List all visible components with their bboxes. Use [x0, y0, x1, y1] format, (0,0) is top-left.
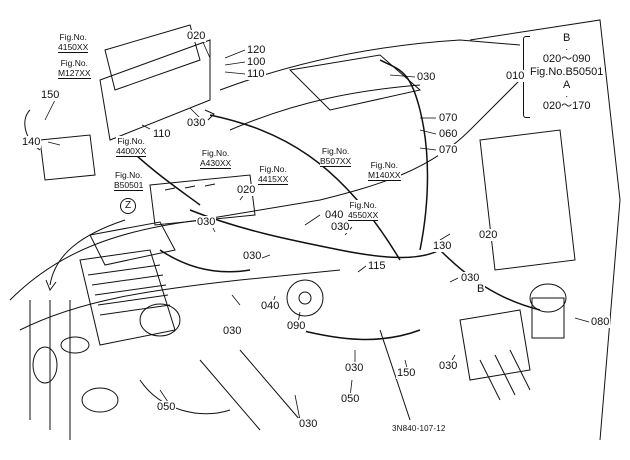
- callout-130: 130: [432, 240, 453, 252]
- battery-caps: [164, 183, 216, 191]
- callout-030-d: 030: [242, 250, 263, 262]
- arrow-top-head: [204, 109, 215, 121]
- fuel-filter: [529, 283, 567, 313]
- legend: B · 020～090 Fig.No.B50501 A · 020～170: [530, 32, 603, 113]
- drawing-number: 3N840-107-12: [392, 424, 446, 433]
- fig-ref-4415xx: Fig.No. 4415XX: [258, 164, 289, 185]
- fig-ref-4150xx: Fig.No. 4150XX: [58, 32, 89, 53]
- callout-020-right: 020: [478, 229, 499, 241]
- headlight-lower: [81, 387, 119, 413]
- battery: [149, 174, 256, 226]
- arrow-z: [49, 219, 126, 286]
- air-cleaner-cap: [139, 303, 181, 337]
- callout-040-b: 040: [260, 300, 281, 312]
- harness-main: [189, 209, 441, 259]
- fig-ref-4400xx: Fig.No. 4400XX: [116, 136, 147, 157]
- harness-lower: [299, 329, 421, 341]
- dash-inner: [288, 54, 422, 111]
- legend-fig-ref: Fig.No.B50501: [530, 66, 604, 78]
- lower-frame: [199, 329, 411, 431]
- legend-a-range: 020～170: [542, 100, 591, 112]
- fig-ref-m127xx: Fig.No. M127XX: [58, 58, 91, 79]
- callout-030-a: 030: [186, 117, 207, 129]
- legend-dot-2: ·: [565, 91, 569, 101]
- legend-b-label: B: [563, 32, 571, 44]
- callout-030-h: 030: [344, 362, 365, 374]
- callout-020-top: 020: [186, 30, 207, 42]
- legend-a-label: A: [563, 79, 571, 91]
- pipe-bottom: [139, 379, 231, 415]
- callout-030-b: 030: [196, 216, 217, 228]
- right-pillar: [479, 129, 576, 271]
- callout-150-bottom: 150: [396, 367, 417, 379]
- fig-ref-4550xx: Fig.No. 4550XX: [348, 200, 379, 221]
- right-bracket: [459, 309, 531, 381]
- legend-b-range: 020～090: [542, 53, 591, 65]
- callout-110-top: 110: [246, 68, 266, 80]
- callout-070-b: 070: [438, 144, 459, 156]
- view-mark-b: B: [476, 283, 486, 295]
- callout-110-mid: 110: [152, 128, 172, 140]
- callout-020-mid: 020: [236, 184, 257, 196]
- connector-group: [479, 349, 531, 401]
- callout-050-left: 050: [156, 401, 177, 413]
- callout-120: 120: [246, 44, 267, 56]
- callout-115: 115: [367, 260, 387, 272]
- fuel-filter-body: [531, 297, 565, 339]
- ecu-box: [89, 221, 176, 266]
- arrow-top: [209, 114, 401, 261]
- callout-030-f: 030: [222, 325, 243, 337]
- harness-up: [379, 59, 429, 251]
- callout-070-a: 070: [438, 112, 459, 124]
- callout-100: 100: [246, 56, 267, 68]
- view-mark-z: Z: [120, 198, 136, 214]
- fig-ref-b507xx: Fig.No. B507XX: [320, 146, 352, 167]
- callout-080: 080: [590, 316, 611, 328]
- headlight-left: [32, 346, 58, 384]
- dash-lower: [229, 84, 421, 131]
- callout-030-topright: 030: [416, 71, 437, 83]
- air-cleaner: [79, 249, 176, 346]
- legend-ref-010: 010: [505, 70, 526, 82]
- callout-030-i: 030: [298, 418, 319, 430]
- callout-030-e: 030: [460, 272, 481, 284]
- bracket-plate: [39, 134, 96, 181]
- alternator: [286, 279, 324, 317]
- emblem: [60, 336, 90, 354]
- fig-ref-m140xx: Fig.No. M140XX: [368, 160, 401, 181]
- callout-150-left: 150: [40, 89, 61, 101]
- harness-front: [159, 249, 251, 273]
- legend-dot: ·: [565, 44, 569, 54]
- hood-outline-lower: [19, 269, 341, 331]
- radiator-fins: [87, 264, 171, 316]
- fig-ref-b50501: Fig.No. B50501: [114, 170, 144, 191]
- callout-140: 140: [21, 136, 42, 148]
- alternator-hub: [298, 291, 312, 305]
- callout-050-mid: 050: [340, 393, 361, 405]
- hood-outline: [9, 79, 521, 301]
- harness-right: [439, 249, 541, 311]
- callout-030-c: 030: [330, 221, 351, 233]
- cab-panel: [99, 39, 211, 141]
- cab-panel-detail: [104, 24, 201, 91]
- arrow-z-head: [45, 279, 57, 292]
- front-grille: [29, 300, 71, 440]
- callout-030-g: 030: [438, 360, 459, 372]
- callout-090: 090: [286, 320, 307, 332]
- fig-ref-a430xx: Fig.No. A430XX: [200, 148, 232, 169]
- callout-060: 060: [438, 128, 459, 140]
- callout-040-a: 040: [324, 209, 345, 221]
